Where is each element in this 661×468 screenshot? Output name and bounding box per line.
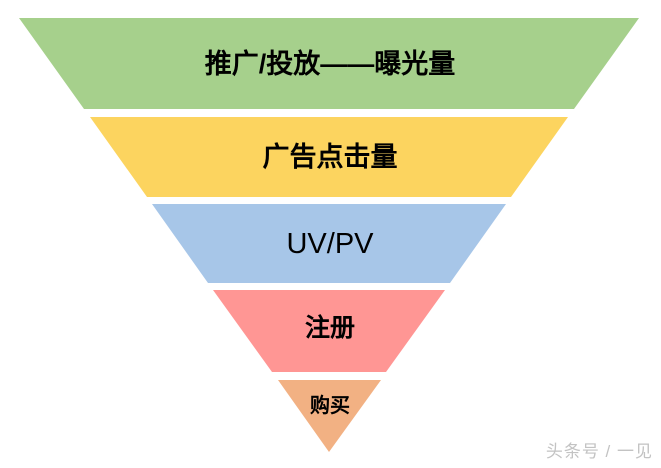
funnel-layer-purchase bbox=[278, 380, 381, 452]
funnel-label-purchase: 购买 bbox=[310, 393, 350, 417]
funnel-layer-exposure bbox=[19, 18, 639, 109]
funnel-layer-register bbox=[213, 290, 445, 372]
funnel-label-register: 注册 bbox=[305, 313, 355, 342]
funnel-label-uv-pv: UV/PV bbox=[286, 228, 374, 260]
funnel-label-ad-clicks: 广告点击量 bbox=[263, 142, 398, 172]
funnel-label-exposure: 推广/投放——曝光量 bbox=[205, 48, 456, 79]
funnel-layer-uv-pv bbox=[152, 204, 506, 283]
watermark-text: 头条号 / 一见 bbox=[545, 442, 653, 461]
funnel-layer-ad-clicks bbox=[90, 117, 568, 197]
